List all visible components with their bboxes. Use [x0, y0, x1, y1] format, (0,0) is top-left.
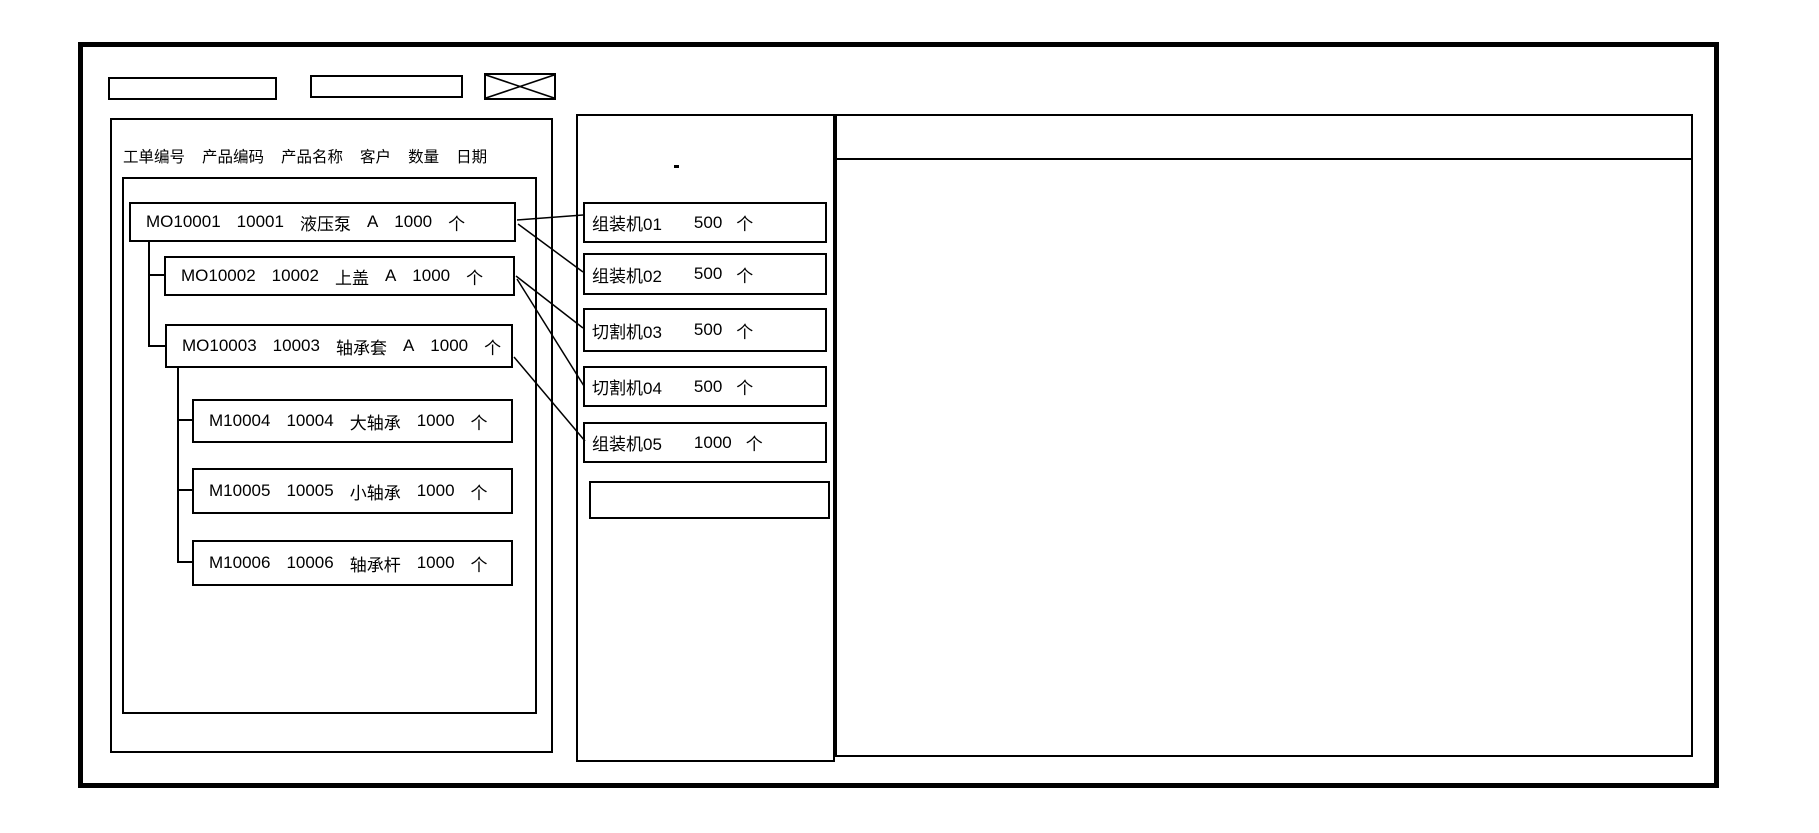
col-date: 日期 [456, 149, 488, 166]
close-button[interactable] [484, 73, 556, 100]
order-row-m10006[interactable]: M10006 10006 轴承杆 1000 个 [192, 540, 513, 586]
unit: 个 [470, 483, 488, 503]
customer: A [366, 212, 379, 231]
route-mo10001-machine02 [517, 223, 584, 273]
order-no: M10006 [209, 553, 271, 572]
col-customer: 客户 [360, 149, 392, 166]
product-code: 10004 [286, 411, 334, 430]
col-qty: 数量 [408, 149, 440, 166]
machine-row-5[interactable]: 组装机05 1000 个 [583, 422, 827, 463]
machine-unit: 个 [745, 435, 763, 454]
order-row-mo10001[interactable]: MO10001 10001 液压泵 A 1000 个 [129, 202, 516, 242]
machine-row-empty[interactable] [589, 481, 830, 519]
order-row-mo10003[interactable]: MO10003 10003 轴承套 A 1000 个 [165, 324, 513, 368]
order-row-m10005[interactable]: M10005 10005 小轴承 1000 个 [192, 468, 513, 514]
tree-line-stub-mo10002 [148, 274, 164, 276]
product-code: 10005 [286, 481, 334, 500]
qty: 1000 [416, 481, 455, 500]
machine-name: 切割机03 [592, 322, 662, 342]
machine-qty: 500 [693, 320, 723, 339]
tree-line-stub-m10004 [177, 419, 192, 421]
tree-line-stub-m10006 [177, 561, 192, 563]
machine-qty: 500 [693, 212, 723, 232]
customer: A [402, 336, 415, 355]
qty: 1000 [416, 553, 455, 572]
toolbar-field-2[interactable] [310, 75, 463, 98]
route-mo10002-machine03 [515, 275, 584, 329]
machine-name: 组装机01 [592, 215, 662, 234]
order-no: M10004 [209, 411, 271, 430]
product-code: 10006 [286, 553, 334, 572]
qty: 1000 [430, 336, 469, 355]
product-name: 轴承套 [335, 338, 387, 358]
route-mo10003-machine05 [513, 356, 586, 442]
route-mo10002-machine04 [516, 278, 585, 387]
machine-unit: 个 [736, 322, 754, 342]
machine-qty: 500 [693, 264, 723, 283]
col-product-name: 产品名称 [281, 149, 344, 166]
unit: 个 [448, 214, 466, 234]
machine-unit: 个 [736, 379, 754, 398]
tree-line-stub-m10005 [177, 489, 192, 491]
product-code: 10003 [272, 336, 320, 355]
tree-line-stub-mo10003 [148, 345, 165, 347]
product-code: 10001 [236, 212, 284, 231]
product-name: 小轴承 [349, 483, 401, 503]
machine-row-2[interactable]: 组装机02 500 个 [583, 253, 827, 295]
col-product-code: 产品编码 [202, 149, 265, 166]
machine-unit: 个 [736, 266, 754, 286]
order-column-headers: 工单编号 产品编码 产品名称 客户 数量 日期 [123, 145, 487, 167]
machine-name: 切割机04 [592, 379, 662, 398]
product-code: 10002 [271, 266, 319, 285]
tree-line-v2 [177, 368, 179, 563]
machine-row-3[interactable]: 切割机03 500 个 [583, 308, 827, 352]
qty: 1000 [394, 212, 433, 231]
qty: 1000 [412, 266, 451, 285]
order-row-mo10002[interactable]: MO10002 10002 上盖 A 1000 个 [164, 256, 515, 296]
unit: 个 [484, 338, 502, 358]
machine-row-4[interactable]: 切割机04 500 个 [583, 366, 827, 407]
product-name: 上盖 [334, 268, 369, 288]
product-name: 轴承杆 [349, 555, 401, 575]
stray-dot [674, 165, 679, 168]
unit: 个 [466, 268, 484, 288]
machine-name: 组装机05 [592, 435, 662, 454]
order-no: MO10003 [182, 336, 257, 355]
machine-name: 组装机02 [592, 266, 662, 286]
toolbar-field-1[interactable] [108, 77, 277, 100]
order-no: MO10001 [146, 212, 221, 231]
unit: 个 [470, 555, 488, 575]
order-no: M10005 [209, 481, 271, 500]
qty: 1000 [416, 411, 455, 430]
machine-unit: 个 [736, 215, 754, 234]
order-no: MO10002 [181, 266, 256, 285]
customer: A [384, 266, 397, 285]
machine-row-1[interactable]: 组装机01 500 个 [583, 202, 827, 243]
col-order-no: 工单编号 [123, 149, 186, 166]
close-x-icon [486, 75, 554, 98]
machine-qty: 1000 [693, 432, 732, 452]
route-mo10001-machine01 [516, 214, 584, 221]
unit: 个 [470, 413, 488, 433]
detail-panel [835, 114, 1693, 757]
detail-panel-header-divider [837, 158, 1691, 160]
machine-qty: 500 [693, 376, 723, 396]
product-name: 液压泵 [299, 214, 351, 234]
order-row-m10004[interactable]: M10004 10004 大轴承 1000 个 [192, 399, 513, 443]
tree-line-v1 [148, 242, 150, 347]
product-name: 大轴承 [349, 413, 401, 433]
